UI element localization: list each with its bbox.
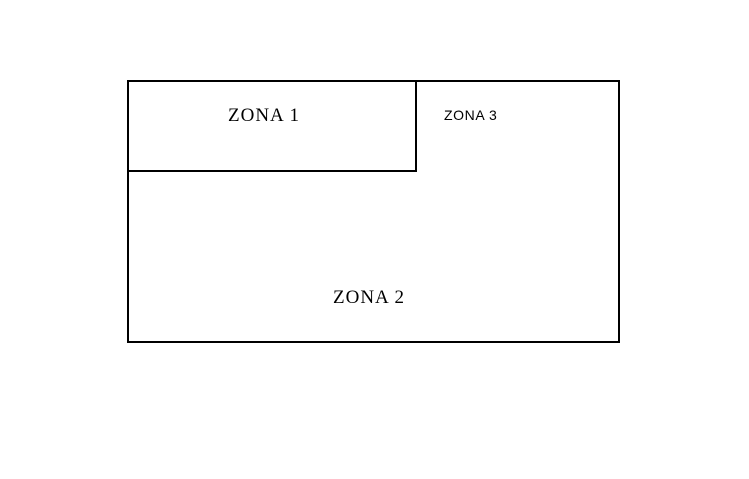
zone-2-label: ZONA 2	[333, 287, 405, 308]
horizontal-partition-wall	[127, 170, 417, 172]
zone-1-label: ZONA 1	[228, 105, 300, 126]
building-outline	[127, 80, 620, 343]
zone-3-label: ZONA 3	[444, 107, 498, 123]
vertical-partition-wall	[415, 80, 417, 172]
